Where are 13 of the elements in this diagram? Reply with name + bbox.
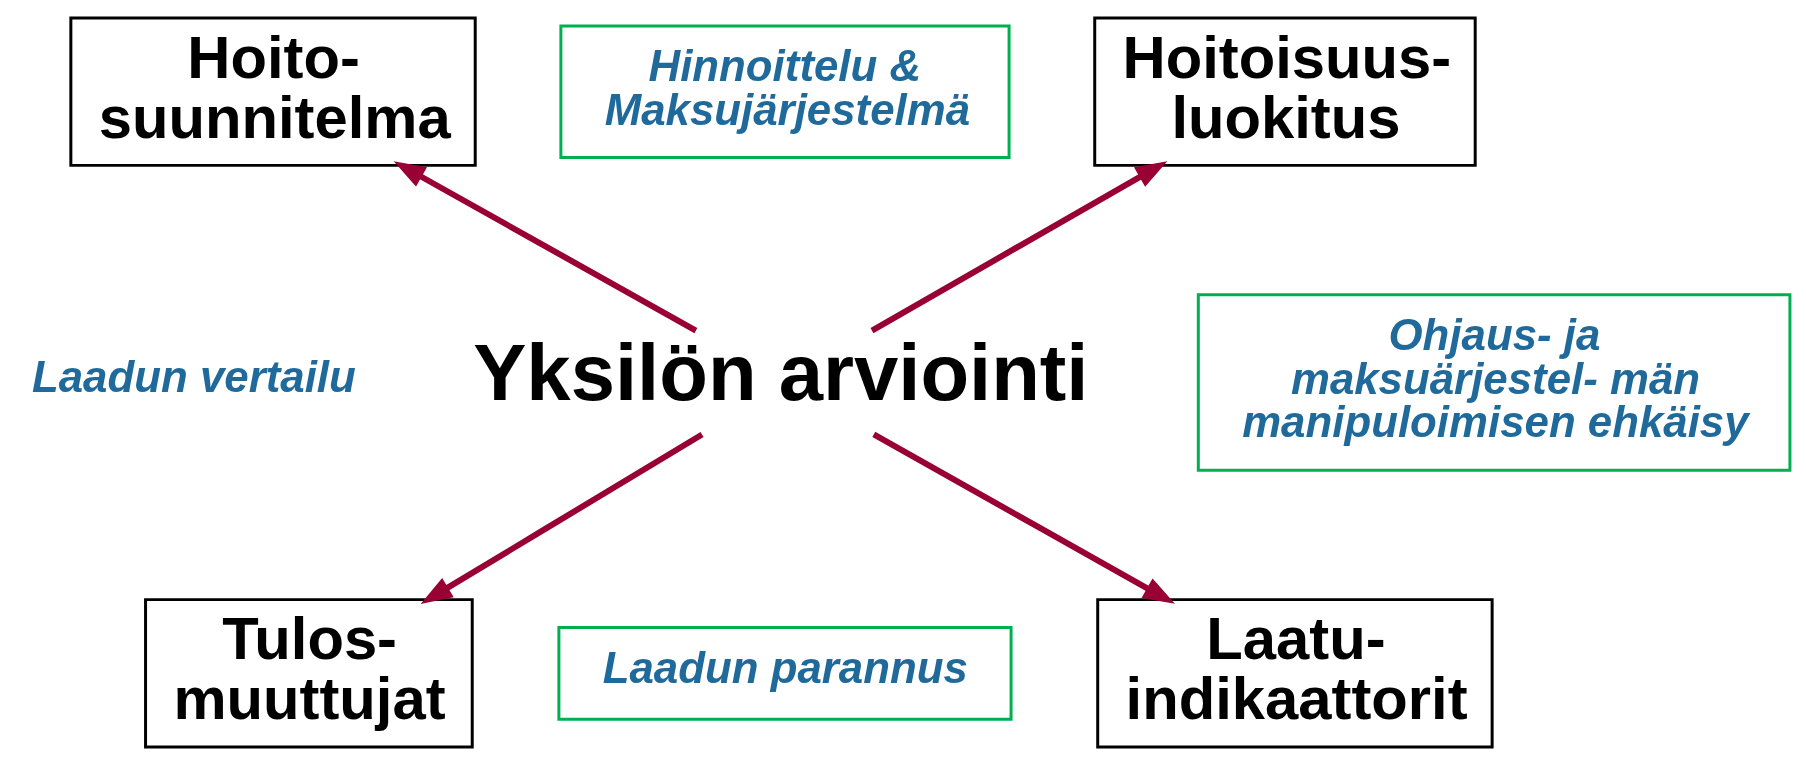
arrow [870, 161, 1168, 334]
node-box: Hinnoittelu & Maksujärjestelmä [559, 24, 1011, 159]
node-box: Laatu- indikaattorit [1096, 598, 1494, 749]
node-text: Yksilön arviointi [473, 328, 1089, 418]
node-box: Hoito- suunnitelma [69, 16, 477, 167]
node-box: Tulos- muuttujat [144, 598, 474, 749]
label: Laadun vertailu [32, 351, 356, 401]
node-box: Hoitoisuus- luokitus [1093, 16, 1477, 167]
node-box: Laadun parannus [557, 626, 1013, 721]
node-box: Ohjaus- ja maksuärjestel- män manipuloimisen ehkäisy [1196, 293, 1792, 472]
arrow [872, 431, 1175, 604]
arrow [393, 161, 698, 334]
arrow [420, 431, 704, 605]
